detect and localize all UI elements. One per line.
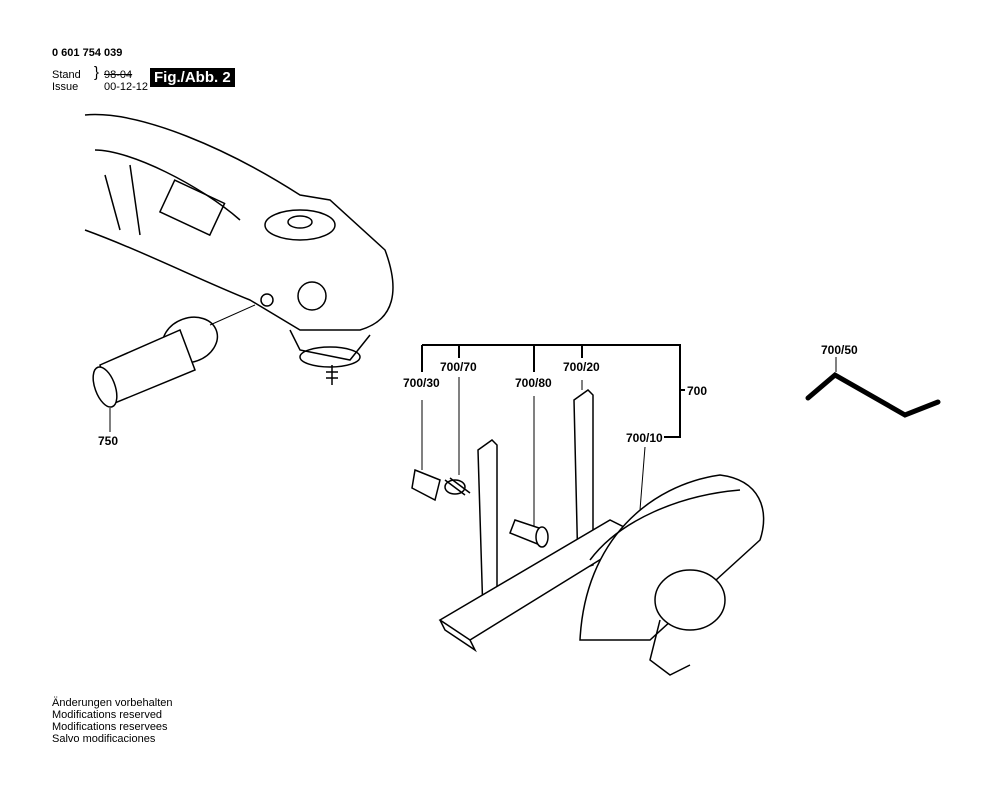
callout-700[interactable]: 700 [686, 384, 709, 398]
stand-label: Stand [52, 69, 81, 81]
small-parts [411, 468, 549, 548]
modification-notes: Änderungen vorbehalten Modifications res… [52, 697, 172, 745]
stand-value: 98-04 [104, 69, 133, 81]
part-number: 0 601 754 039 [52, 47, 123, 59]
callout-bracket [421, 344, 685, 530]
issue-label: Issue [52, 81, 79, 93]
callout-700-30[interactable]: 700/30 [402, 376, 441, 390]
note-fr: Modifications reservees [52, 721, 168, 733]
callout-700-50[interactable]: 700/50 [820, 343, 859, 357]
callout-700-20[interactable]: 700/20 [562, 360, 601, 374]
note-de: Änderungen vorbehalten [52, 697, 173, 709]
brace: } [94, 64, 100, 81]
callout-750[interactable]: 750 [97, 434, 120, 448]
cutting-guide [438, 389, 642, 653]
callout-700-10[interactable]: 700/10 [625, 431, 664, 445]
callout-700-70[interactable]: 700/70 [439, 360, 478, 374]
hex-key-700-50 [805, 371, 941, 418]
note-es: Salvo modificaciones [52, 733, 156, 745]
protective-guard-700-10 [579, 474, 765, 676]
side-handle-750 [92, 304, 256, 432]
note-en: Modifications reserved [52, 709, 163, 721]
figure-label: Fig./Abb. 2 [150, 68, 235, 87]
issue-value: 00-12-12 [104, 81, 149, 93]
angle-grinder-body [84, 113, 394, 385]
callout-700-80[interactable]: 700/80 [514, 376, 553, 390]
